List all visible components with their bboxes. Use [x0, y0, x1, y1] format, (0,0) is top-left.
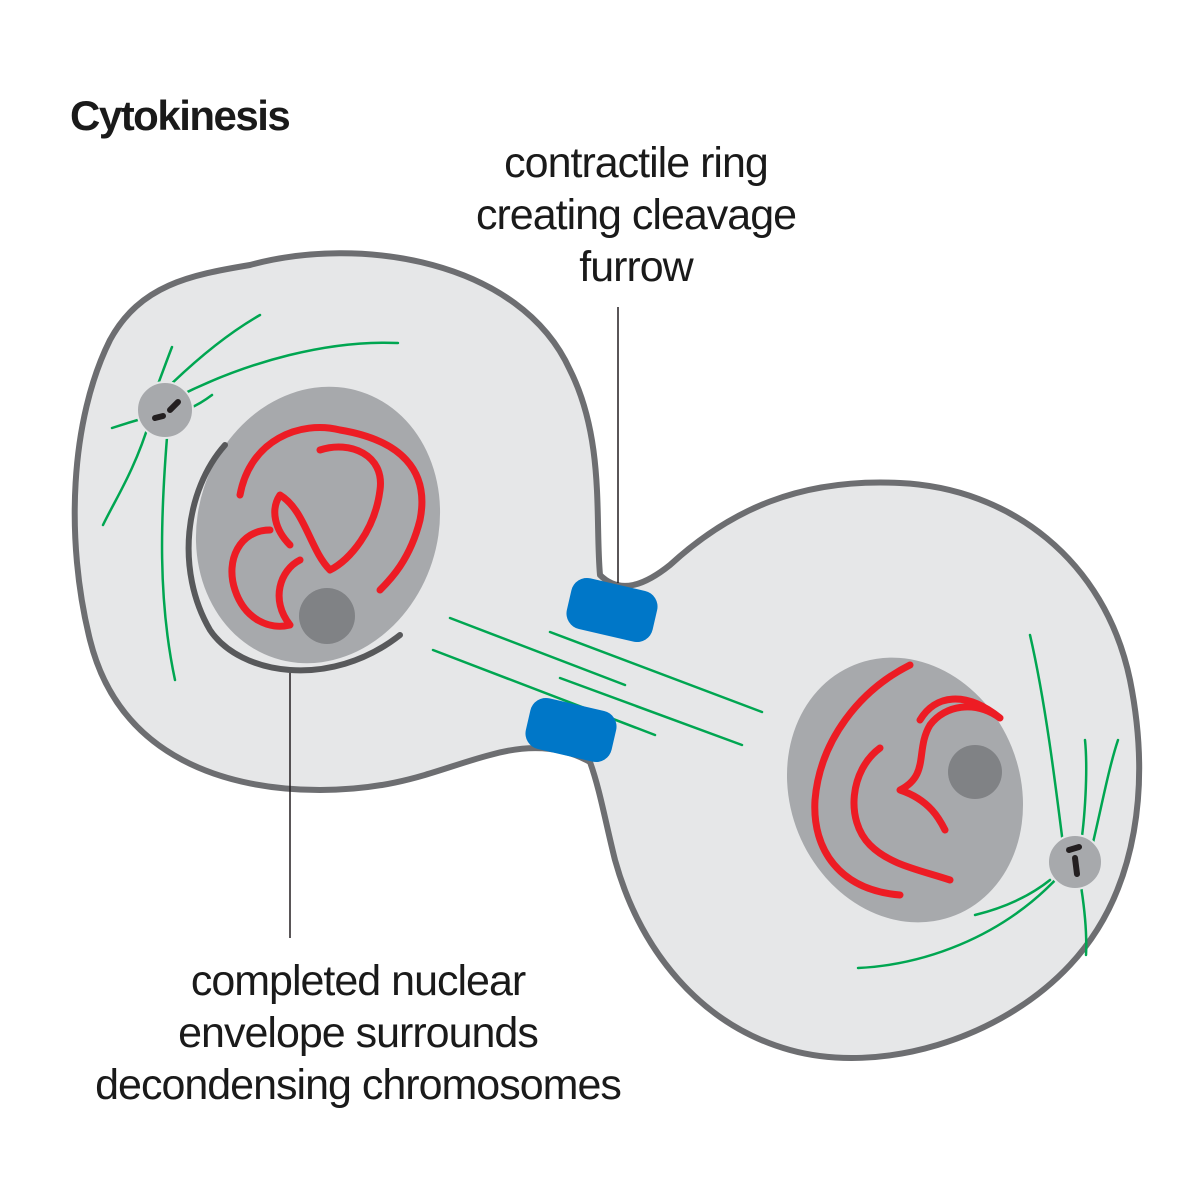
nuclear-envelope-label: completed nuclear envelope surrounds dec… — [95, 957, 622, 1109]
right-centriole-2 — [1072, 855, 1080, 877]
diagram-title: Cytokinesis — [70, 92, 289, 139]
left-centrosome — [136, 381, 194, 439]
left-centriole-1 — [152, 413, 166, 421]
left-nucleus — [195, 386, 441, 664]
midbody-microtubules — [431, 616, 764, 747]
left-chromosomes — [228, 424, 426, 630]
right-centriole-1 — [1066, 844, 1082, 853]
contractile-ring-top — [566, 577, 658, 643]
left-centriole-2 — [167, 399, 181, 413]
contractile-ring-bottom — [525, 697, 617, 763]
nuclear-envelope-label-line-2: envelope surrounds — [178, 1009, 538, 1057]
right-nucleolus — [948, 745, 1002, 799]
left-nucleolus — [299, 588, 355, 644]
contractile-ring-label-line-1: contractile ring — [504, 139, 768, 187]
nuclear-envelope-label-line-1: completed nuclear — [191, 957, 526, 1005]
contractile-ring-label-line-3: furrow — [579, 243, 694, 291]
contractile-ring-label: contractile ring creating cleavage furro… — [476, 139, 797, 291]
right-centrosome — [1047, 834, 1103, 890]
contractile-ring-label-line-2: creating cleavage — [476, 191, 796, 239]
right-nucleus — [786, 657, 1024, 923]
right-chromosomes — [811, 661, 1004, 899]
left-nuclear-envelope — [185, 442, 403, 674]
nuclear-envelope-label-line-3: decondensing chromosomes — [95, 1061, 621, 1109]
